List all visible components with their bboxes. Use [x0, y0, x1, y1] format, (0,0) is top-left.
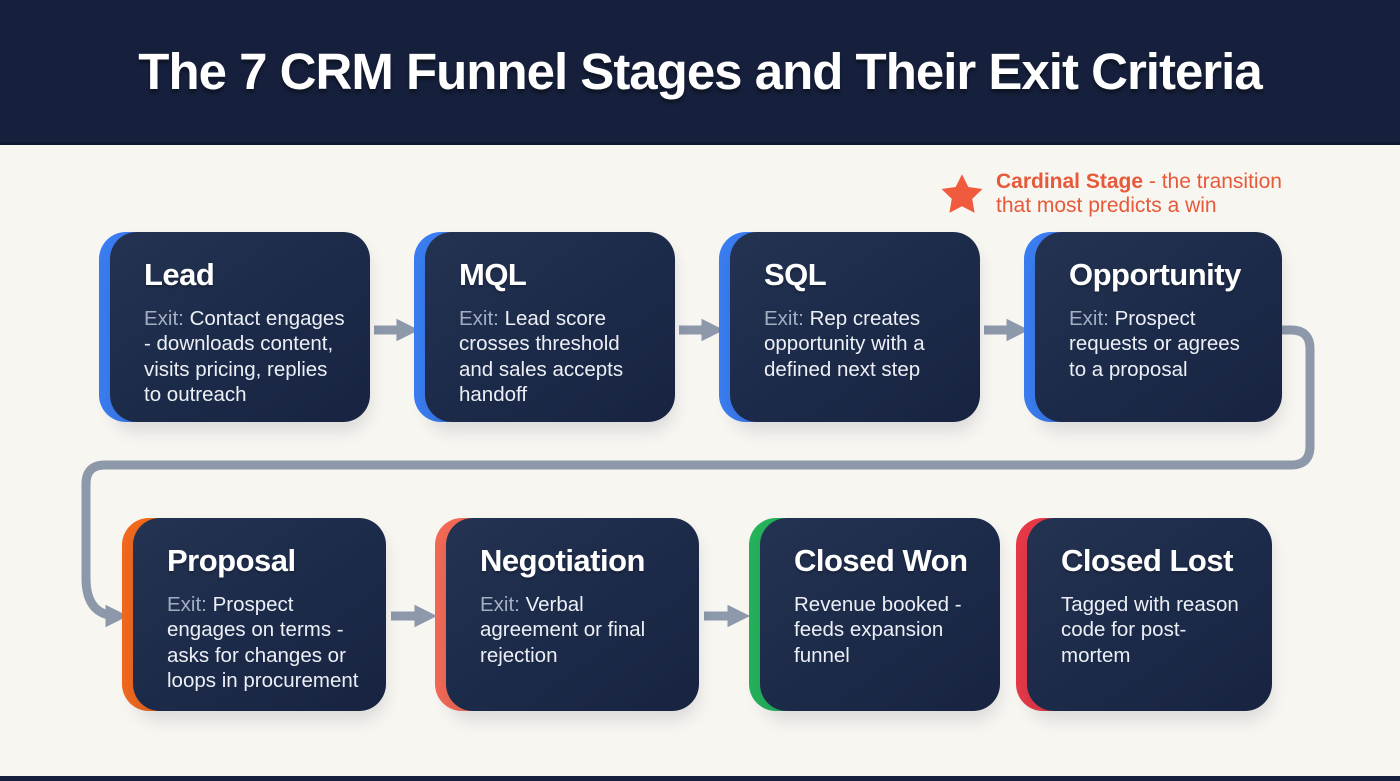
stage-exit-text: Revenue booked - feeds expansion funnel: [794, 593, 962, 667]
exit-label: Exit:: [167, 593, 207, 616]
legend-text: Cardinal Stage - the transition that mos…: [996, 170, 1296, 218]
stage-title: Negotiation: [480, 543, 646, 578]
stage-card-mql: MQL Exit: Lead score crosses threshold a…: [414, 232, 675, 422]
stage-card-opportunity: Opportunity Exit: Prospect requests or a…: [1024, 232, 1282, 422]
stage-card-proposal: Proposal Exit: Prospect engages on terms…: [122, 518, 386, 711]
stage-title: Lead: [144, 257, 215, 292]
stage-title: Closed Lost: [1061, 543, 1233, 578]
page-title: The 7 CRM Funnel Stages and Their Exit C…: [138, 42, 1262, 100]
exit-label: Exit:: [480, 593, 520, 616]
stage-exit-text: Exit: Prospect engages on terms - asks f…: [167, 593, 359, 693]
stage-exit-text: Tagged with reason code for post-mortem: [1061, 593, 1239, 667]
stage-card-negotiation: Negotiation Exit: Verbal agreement or fi…: [435, 518, 699, 711]
stage-exit-text: Exit: Rep creates opportunity with a def…: [764, 307, 925, 381]
stage-card-closed-won: Closed Won Revenue booked - feeds expans…: [749, 518, 1000, 711]
stage-exit-text: Exit: Contact engages - downloads conten…: [144, 307, 345, 407]
exit-label: Exit:: [144, 307, 184, 330]
stage-card-closed-lost: Closed Lost Tagged with reason code for …: [1016, 518, 1272, 711]
cardinal-stage-legend: Cardinal Stage - the transition that mos…: [940, 170, 1300, 221]
star-icon: [940, 172, 984, 221]
stage-card-sql: SQL Exit: Rep creates opportunity with a…: [719, 232, 980, 422]
stage-exit-text: Exit: Prospect requests or agrees to a p…: [1069, 307, 1240, 381]
stage-card-lead: Lead Exit: Contact engages - downloads c…: [99, 232, 370, 422]
exit-label: Exit:: [459, 307, 499, 330]
exit-label: Exit:: [1069, 307, 1109, 330]
stage-exit-text: Exit: Lead score crosses threshold and s…: [459, 307, 624, 407]
stage-title: Opportunity: [1069, 257, 1241, 292]
exit-label: Exit:: [764, 307, 804, 330]
bottom-edge-bar: [0, 776, 1400, 781]
stage-title: Closed Won: [794, 543, 968, 578]
stage-exit-text: Exit: Verbal agreement or final rejectio…: [480, 593, 646, 667]
stage-title: MQL: [459, 257, 527, 292]
header-bar: The 7 CRM Funnel Stages and Their Exit C…: [0, 0, 1400, 145]
stage-title: Proposal: [167, 543, 296, 578]
legend-term: Cardinal Stage: [996, 170, 1144, 193]
stage-title: SQL: [764, 257, 827, 292]
legend-description: - the transition that most predicts a wi…: [996, 170, 1282, 218]
